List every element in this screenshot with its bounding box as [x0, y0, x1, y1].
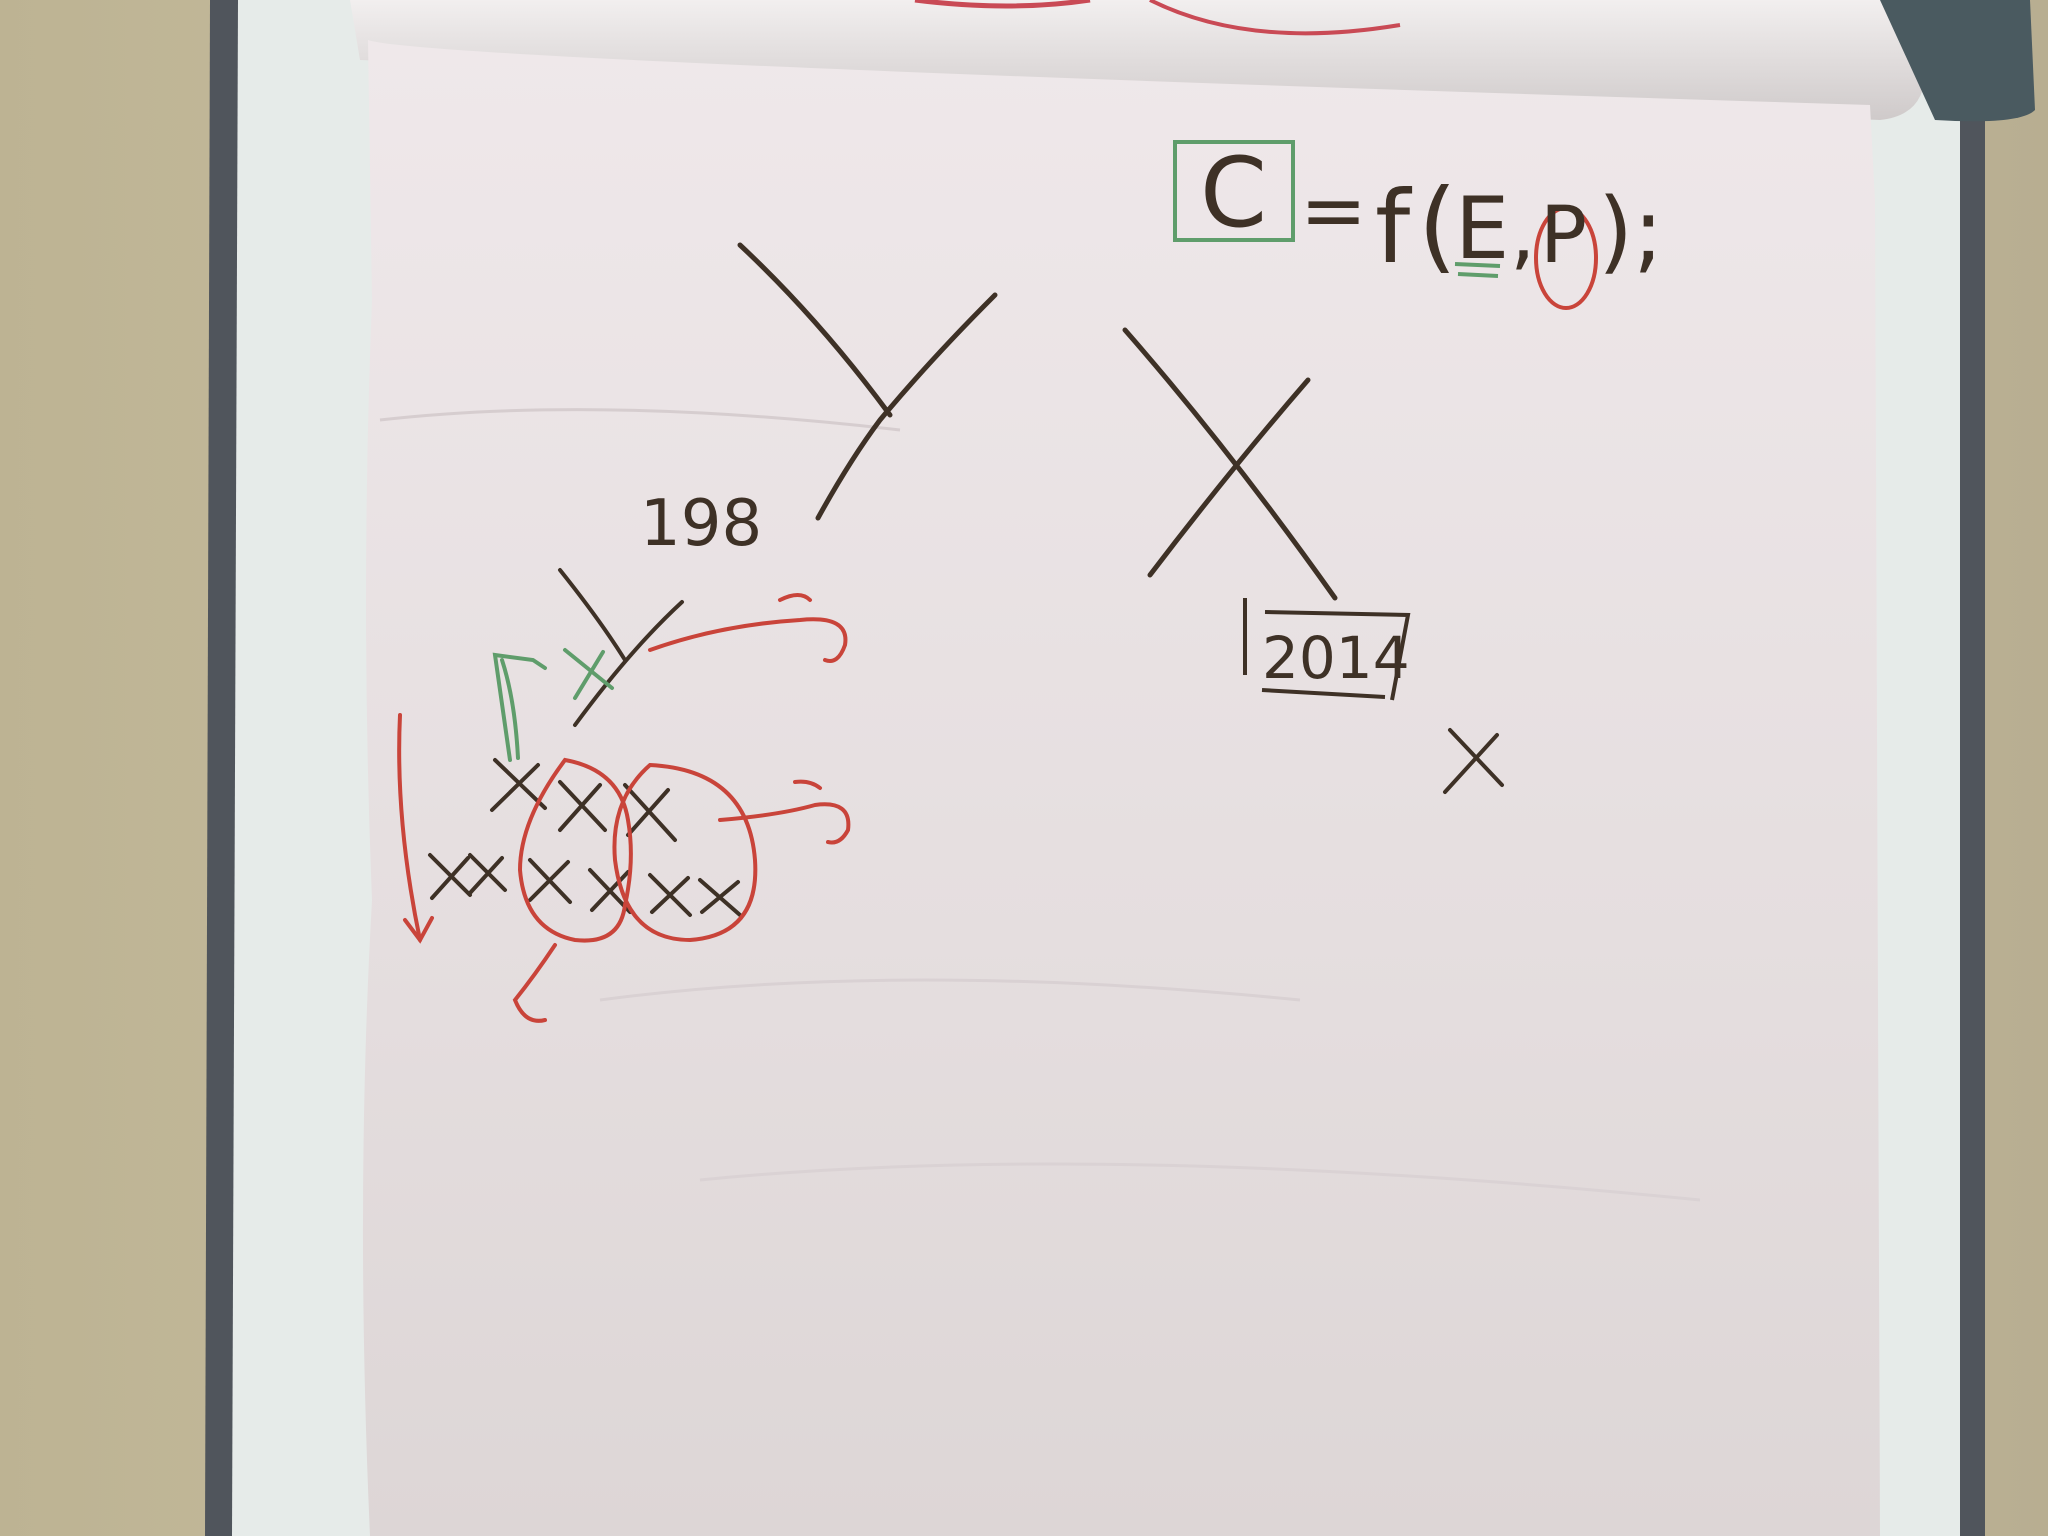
red-curved-arrow-icon [648, 617, 848, 663]
e-green-underline [1457, 272, 1499, 278]
year-label-2: 2014 [1262, 624, 1410, 692]
red-annotations [397, 593, 851, 1023]
red-curved-arrow-icon [718, 802, 851, 845]
formula-f: f [1375, 169, 1413, 286]
red-circle-left [517, 757, 633, 943]
formula-e: E [1455, 179, 1509, 279]
c-green-box [1173, 140, 1295, 242]
formula-close: ); [1598, 179, 1663, 284]
x-cluster [428, 758, 742, 917]
red-arrow-bottom [512, 943, 557, 1023]
year-label-1: 198 [640, 487, 762, 561]
e-green-underline [1454, 262, 1501, 268]
formula-open-paren: ( [1418, 167, 1457, 284]
formula-comma: , [1510, 186, 1535, 279]
small-y-sketch [558, 568, 684, 727]
roll-clamp [1880, 0, 2035, 122]
paper-fold [379, 408, 901, 432]
red-arrow-down [397, 713, 422, 942]
small-x-icon [1443, 728, 1504, 794]
red-circle-right [612, 762, 758, 943]
top-page-red-mark-2 [1149, 0, 1401, 36]
year-label-2-group: 2014 [1243, 598, 1411, 701]
top-page-red-mark [914, 0, 1091, 9]
x-glyph-icon [1122, 327, 1338, 601]
green-marks [492, 648, 614, 762]
paper-fold [699, 1162, 1701, 1202]
formula-c: C [1200, 137, 1267, 249]
y-glyph-icon [737, 242, 998, 521]
paper-roll [350, 0, 1926, 120]
formula-p: P [1540, 191, 1587, 281]
formula: C = f ( E , P ); [1173, 137, 1663, 310]
paper-fold [599, 978, 1301, 1002]
formula-equals: = [1300, 164, 1367, 257]
p-red-circle [1534, 206, 1598, 310]
